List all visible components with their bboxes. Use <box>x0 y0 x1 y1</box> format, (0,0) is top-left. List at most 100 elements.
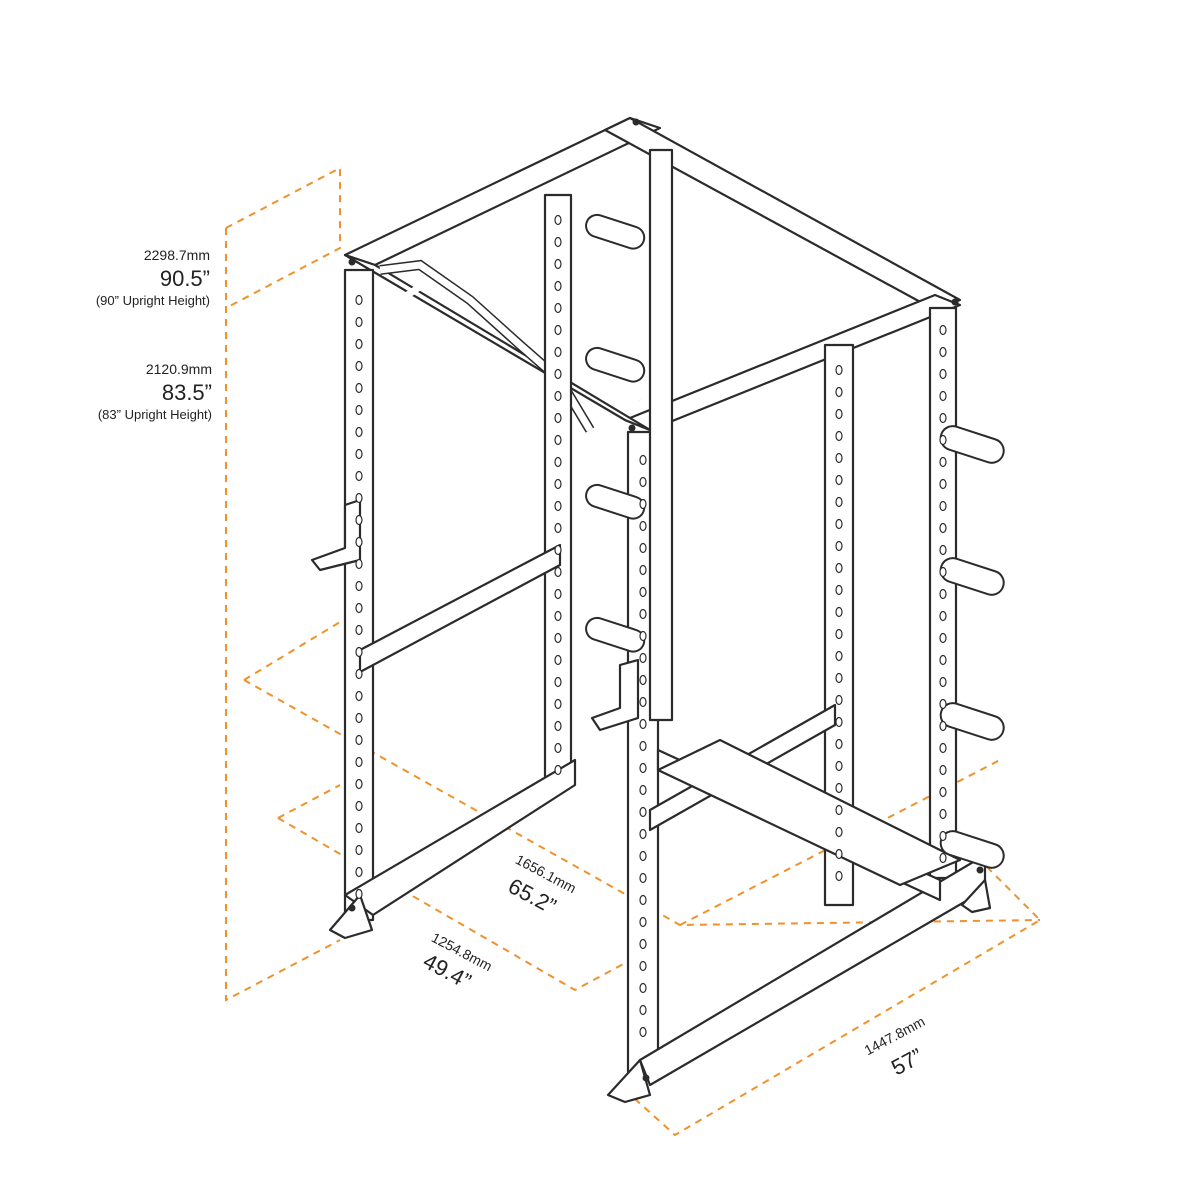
upright-hole <box>639 982 647 994</box>
upright-hole <box>355 800 363 812</box>
upright-hole <box>639 806 647 818</box>
upright-hole <box>939 346 947 358</box>
upright-hole <box>554 588 562 600</box>
upright-hole <box>835 870 843 882</box>
upright-holes <box>348 118 984 1082</box>
upright-hole <box>939 478 947 490</box>
upright-hole <box>639 784 647 796</box>
upright-hole <box>639 1004 647 1016</box>
peg-1 <box>939 425 1005 464</box>
upright-hole <box>554 236 562 248</box>
upright-hole <box>939 500 947 512</box>
upright-hole <box>639 850 647 862</box>
upright-hole <box>939 830 947 842</box>
upright-hole <box>355 338 363 350</box>
upright-hole <box>835 386 843 398</box>
upright-hole <box>554 324 562 336</box>
upright-hole <box>355 514 363 526</box>
upright-hole <box>355 316 363 328</box>
upright-hole <box>835 408 843 420</box>
upright-hole <box>355 712 363 724</box>
upright-hole <box>939 544 947 556</box>
upright-hole <box>554 676 562 688</box>
frame-bolt <box>642 1074 650 1082</box>
height-guide-left <box>225 228 341 1002</box>
upright-hole <box>939 412 947 424</box>
upright-hole <box>835 826 843 838</box>
upright-hole <box>835 672 843 684</box>
upright-hole <box>835 738 843 750</box>
height-short-mm: 2120.9mm <box>145 361 212 377</box>
upright-hole <box>355 624 363 636</box>
upright-hole <box>355 646 363 658</box>
upright-hole <box>554 632 562 644</box>
width-guide <box>624 859 1042 1137</box>
upright-hole <box>939 368 947 380</box>
upright-hole <box>835 540 843 552</box>
upright-hole <box>554 258 562 270</box>
upright-hole <box>939 610 947 622</box>
upright-hole <box>355 492 363 504</box>
upright-hole <box>554 280 562 292</box>
upright-hole <box>835 496 843 508</box>
upright-hole <box>639 872 647 884</box>
upright-hole <box>835 804 843 816</box>
upright-hole <box>939 456 947 468</box>
height-short-note: (83” Upright Height) <box>97 407 212 422</box>
upright-hole <box>639 674 647 686</box>
upright-hole <box>355 734 363 746</box>
upright-hole <box>554 456 562 468</box>
upright-hole <box>939 808 947 820</box>
upright-hole <box>355 448 363 460</box>
upright-hole <box>835 562 843 574</box>
upright-hole <box>554 544 562 556</box>
upright-hole <box>639 828 647 840</box>
upright-hole <box>639 608 647 620</box>
footprint-inner <box>277 784 641 992</box>
upright-hole <box>835 716 843 728</box>
upright-hole <box>835 628 843 640</box>
foot-front <box>606 1058 652 1104</box>
upright-hole <box>554 214 562 226</box>
upright-hole <box>939 390 947 402</box>
foot-right <box>960 878 992 914</box>
upright-hole <box>355 558 363 570</box>
upright-hole <box>355 690 363 702</box>
upright-hole <box>554 720 562 732</box>
upright-hole <box>939 676 947 688</box>
upright-hole <box>355 360 363 372</box>
upright-hole <box>554 742 562 754</box>
upright-hole <box>939 566 947 578</box>
peg-2 <box>939 557 1005 596</box>
upright-hole <box>835 518 843 530</box>
upright-hole <box>835 606 843 618</box>
upright-hole <box>939 852 947 864</box>
upright-hole <box>355 756 363 768</box>
upright-hole <box>554 500 562 512</box>
height-tall-mm: 2298.7mm <box>143 247 210 263</box>
upright-hole <box>835 584 843 596</box>
frame-bolt <box>348 904 356 912</box>
upright-hole <box>554 412 562 424</box>
upright-hole <box>554 478 562 490</box>
upright-hole <box>639 542 647 554</box>
upright-hole <box>639 454 647 466</box>
upright-hole <box>939 764 947 776</box>
upright-hole <box>554 654 562 666</box>
upright-hole <box>639 476 647 488</box>
upright-hole <box>939 434 947 446</box>
height-tall-label: 2298.7mm 90.5” (90” Upright Height) <box>60 248 210 307</box>
upright-hole <box>835 650 843 662</box>
upright-rear-center <box>648 148 674 722</box>
upright-hole <box>554 302 562 314</box>
base-frame <box>328 748 992 1104</box>
top-beam-right <box>343 253 652 432</box>
upright-hole <box>355 470 363 482</box>
upright-hole <box>639 960 647 972</box>
upright-hole <box>639 894 647 906</box>
frame-bolt <box>951 298 959 306</box>
upright-hole <box>355 866 363 878</box>
upright-hole <box>939 698 947 710</box>
